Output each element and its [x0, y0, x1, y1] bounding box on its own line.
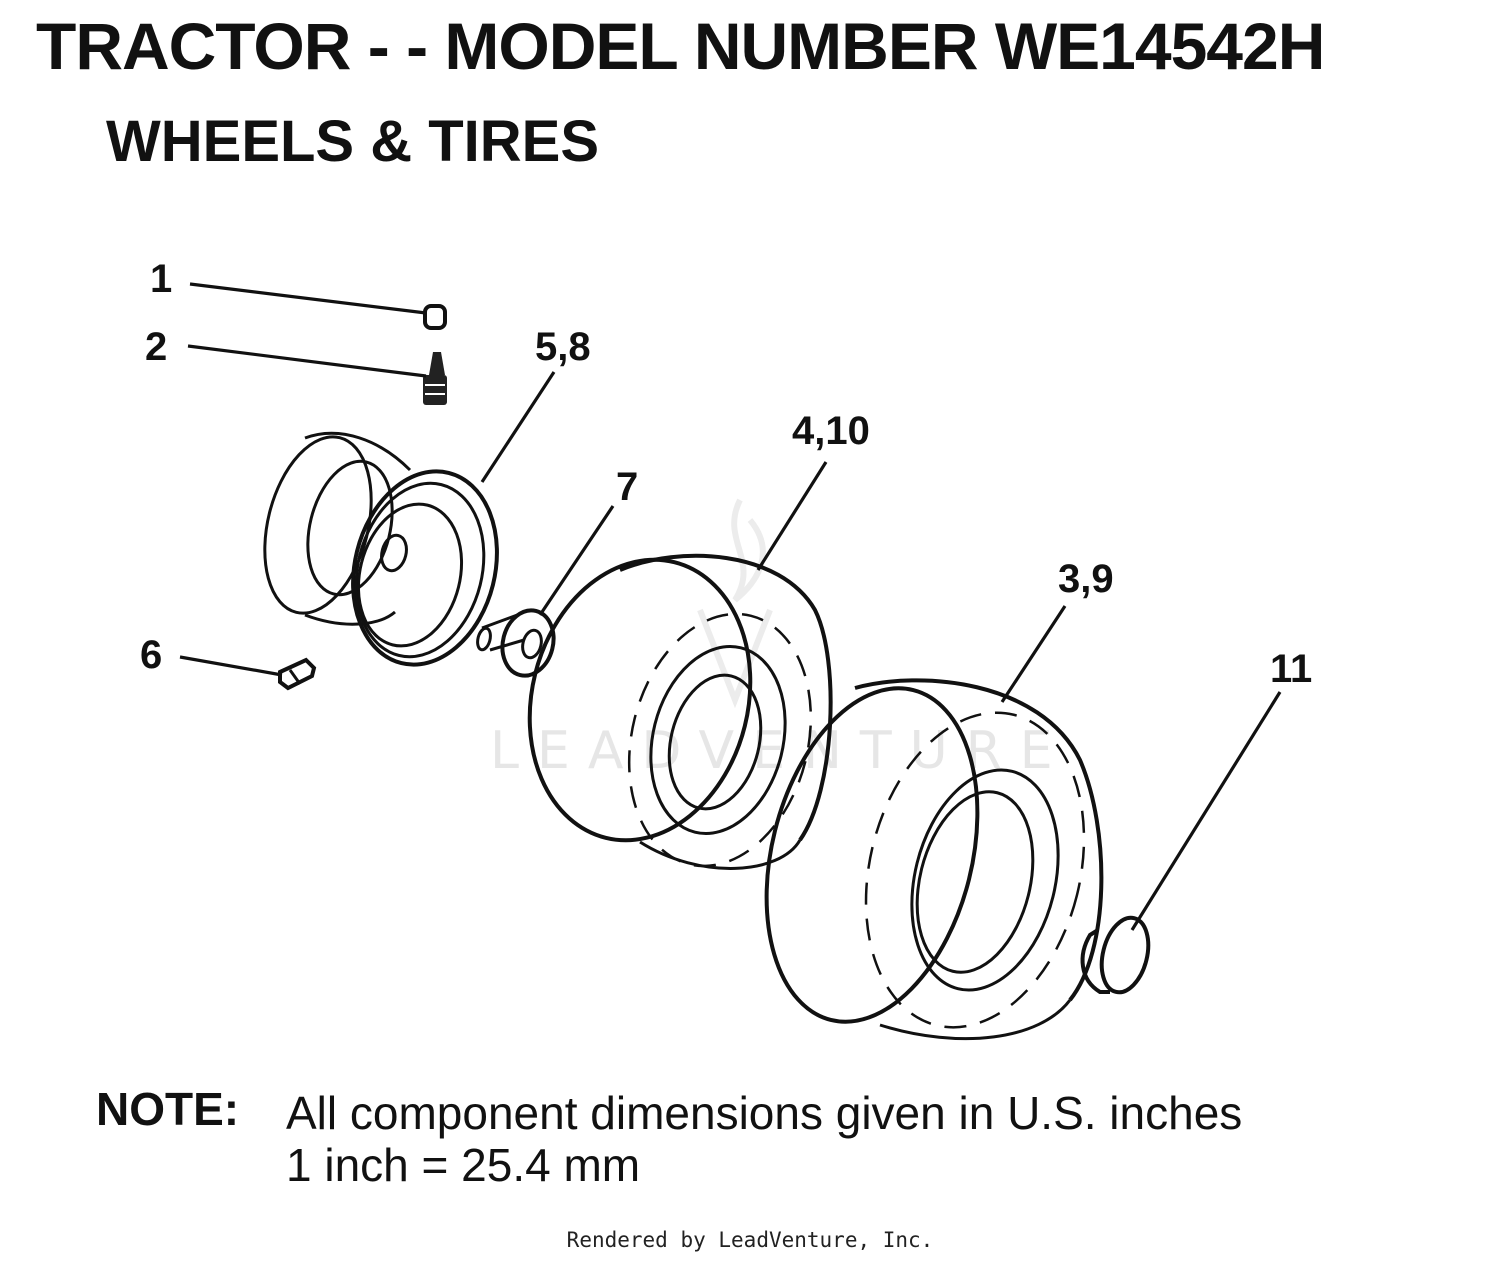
leader-line-2 — [187, 344, 427, 378]
bolt-part — [278, 657, 317, 691]
hub-cap-part — [1080, 915, 1151, 995]
callout-11: 11 — [1270, 647, 1312, 691]
note-line-1: All component dimensions given in U.S. i… — [286, 1087, 1243, 1139]
note-label: NOTE: — [96, 1083, 240, 1135]
note-line-2: 1 inch = 25.4 mm — [286, 1139, 641, 1191]
valve-stem-part — [423, 352, 447, 405]
rear-tire-part — [764, 678, 1104, 1041]
leader-line-7 — [538, 505, 615, 616]
callout-1: 1 — [150, 257, 172, 301]
callout-7: 7 — [616, 465, 638, 509]
page-title: TRACTOR - - MODEL NUMBER WE14542H — [36, 9, 1325, 83]
leader-line-11 — [1130, 691, 1282, 931]
leader-line-4-10 — [756, 461, 828, 571]
leader-line-5-8 — [480, 371, 556, 483]
bushing-part — [476, 608, 556, 678]
callout-2: 2 — [145, 325, 167, 369]
watermark-logo — [697, 498, 773, 709]
leader-line-3-9 — [1000, 605, 1067, 703]
wheel-rim-part — [263, 431, 499, 667]
section-subtitle: WHEELS & TIRES — [106, 109, 600, 174]
callout-3-9: 3,9 — [1058, 557, 1114, 601]
callout-4-10: 4,10 — [792, 409, 870, 453]
valve-cap-part — [423, 304, 447, 330]
leader-line-1 — [189, 282, 427, 315]
callout-6: 6 — [140, 633, 162, 677]
footer-credit: Rendered by LeadVenture, Inc. — [566, 1228, 934, 1252]
front-tire-part — [527, 553, 833, 870]
leader-line-6 — [179, 655, 283, 677]
callout-5-8: 5,8 — [535, 325, 591, 369]
